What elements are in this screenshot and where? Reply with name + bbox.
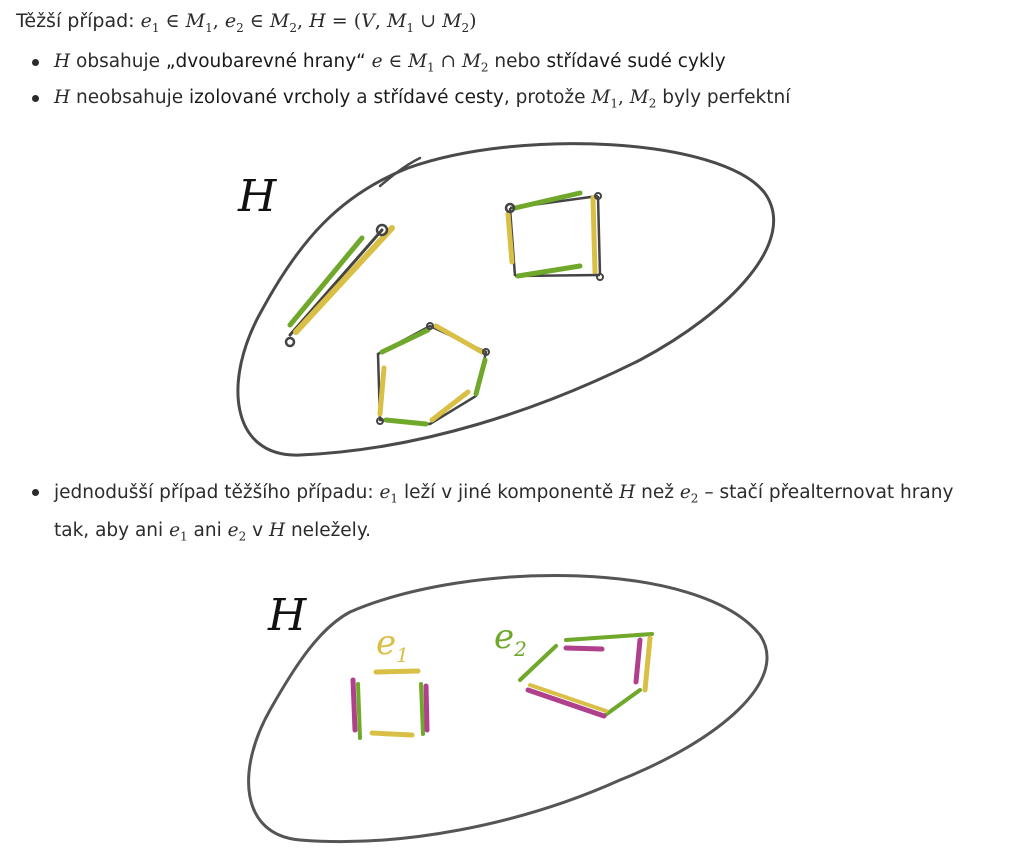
bullet-list-top: H obsahuje „dvoubarevné hrany“ e ∈ M1 ∩ … [28,47,790,118]
highlight-alternating-paths: střídavé cesty [373,86,504,108]
bullet-list-bottom: jednodušší případ těžšího případu: e1 le… [28,477,984,552]
figure2-e2-label: e2 [494,617,527,661]
heading-prefix: Těžší případ: [16,10,141,32]
figure1-component-outline [236,142,776,457]
heading: Těžší případ: e1 ∈ M1, e2 ∈ M2, H = (V, … [16,6,477,43]
bullet-simpler-case: jednodušší případ těžšího případu: e1 le… [28,477,984,552]
highlight-isolated-vertices: izolované vrcholy [189,86,351,108]
highlight-two-color-edges: „dvoubarevné hrany“ [165,51,366,72]
figure1-alternating-6-cycle [376,322,490,427]
highlight-alternating-cycles: střídavé sudé cykly [546,51,726,72]
heading-formula: e1 ∈ M1, e2 ∈ M2, H = (V, M1 ∪ M2) [140,10,477,35]
figure1-alternating-4-cycle [504,190,604,281]
figure1-h-label: H [237,171,278,222]
figure2-e1-label: e1 [376,623,409,667]
figure2-square-cycle [350,668,430,740]
bullet-not-contains: H neobsahuje izolované vrcholy a střídav… [28,83,790,119]
figure2-alternating-cycle [518,632,654,719]
figure2-h-label: H [267,590,308,641]
bullet-contains: H obsahuje „dvoubarevné hrany“ e ∈ M1 ∩ … [28,47,790,83]
figure1-two-color-edge [284,223,395,348]
figure2-component-outline [247,573,769,844]
